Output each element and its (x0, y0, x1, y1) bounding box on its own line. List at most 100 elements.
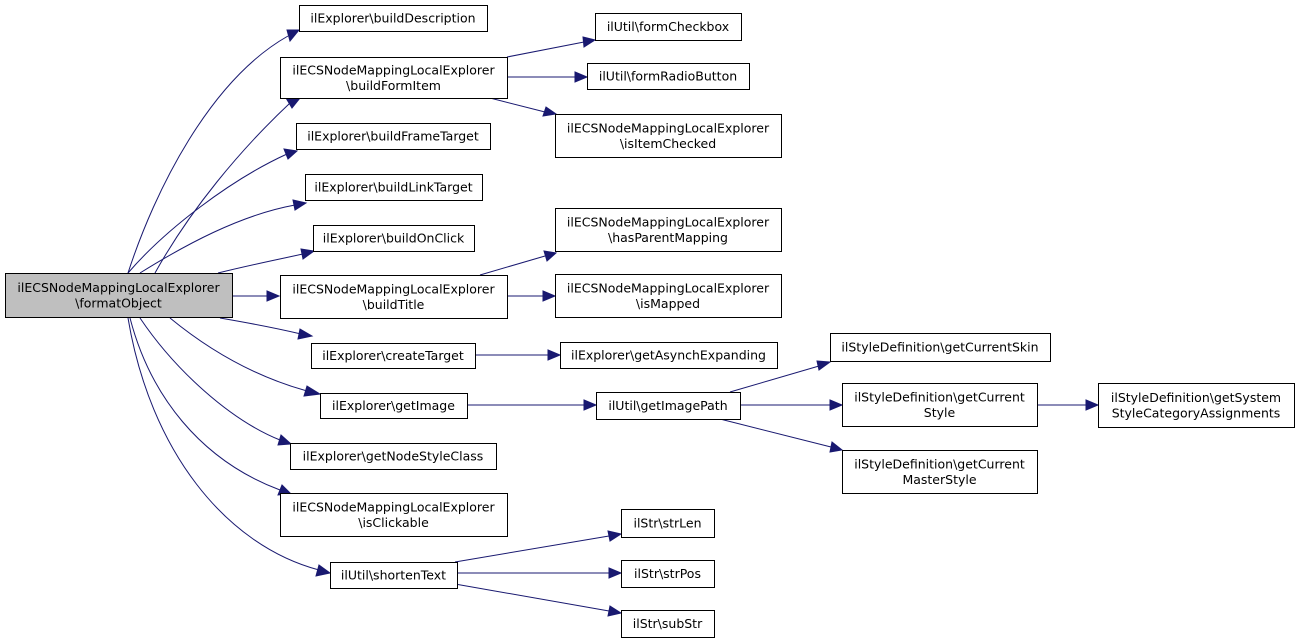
node-box[interactable] (1098, 383, 1295, 428)
node-box[interactable] (560, 342, 778, 369)
edge-arrowhead (608, 567, 623, 579)
node-n_strLen[interactable]: ilStr\strLen (621, 509, 715, 538)
edge-arrowhead (607, 605, 623, 617)
node-box[interactable] (305, 174, 483, 201)
edge-line (719, 418, 832, 448)
node-box[interactable] (621, 509, 715, 538)
node-box[interactable] (311, 343, 476, 369)
edge-n_getCurrentStyle-to-n_getSystemStyleCategory (1037, 399, 1100, 411)
node-n_getCurrentSkin[interactable]: ilStyleDefinition\getCurrentSkin (830, 333, 1051, 362)
node-n_hasParentMapping[interactable]: ilECSNodeMappingLocalExplorer\hasParentM… (555, 208, 782, 252)
node-box[interactable] (555, 114, 782, 158)
edge-arrowhead (543, 250, 558, 262)
node-box[interactable] (595, 13, 742, 41)
node-label-line: ilECSNodeMappingLocalExplorer (567, 280, 770, 295)
node-n_buildTitle[interactable]: ilECSNodeMappingLocalExplorer\buildTitle (280, 275, 508, 319)
edge-n_buildTitle-to-n_isMapped (507, 290, 557, 302)
node-label-line: ilExplorer\buildOnClick (323, 231, 465, 246)
node-label-line: \buildFormItem (346, 78, 441, 93)
edge-line (219, 317, 302, 335)
node-box[interactable] (320, 393, 468, 419)
edge-line (127, 153, 288, 274)
edge-line (489, 97, 546, 113)
edge-arrowhead (607, 530, 623, 542)
node-n_createTarget[interactable]: ilExplorer\createTarget (311, 343, 476, 369)
node-label-line: ilStyleDefinition\getCurrent (854, 389, 1025, 404)
edge-root-to-n_getNodeStyleClass (139, 317, 293, 446)
node-box[interactable] (830, 333, 1051, 362)
node-n_getSystemStyleCategory[interactable]: ilStyleDefinition\getSystemStyleCategory… (1098, 383, 1295, 428)
node-n_strPos[interactable]: ilStr\strPos (621, 560, 715, 588)
node-box[interactable] (280, 275, 508, 319)
node-n_isItemChecked[interactable]: ilECSNodeMappingLocalExplorer\isItemChec… (555, 114, 782, 158)
edge-n_getImagePath-to-n_getCurrentStyle (740, 399, 844, 411)
edge-arrowhead (542, 106, 558, 117)
node-n_isClickable[interactable]: ilECSNodeMappingLocalExplorer\isClickabl… (280, 493, 508, 537)
edge-root-to-n_isClickable (129, 317, 293, 496)
node-n_buildDescription[interactable]: ilExplorer\buildDescription (299, 5, 488, 32)
node-label-line: Style (924, 405, 956, 420)
edge-arrowhead (300, 248, 316, 260)
node-n_buildOnClick[interactable]: ilExplorer\buildOnClick (313, 225, 475, 252)
edge-line (127, 35, 289, 274)
node-box[interactable] (596, 392, 741, 420)
node-label-line: ilUtil\formCheckbox (607, 19, 729, 34)
node-n_isMapped[interactable]: ilECSNodeMappingLocalExplorer\isMapped (555, 274, 782, 318)
node-n_shortenText[interactable]: ilUtil\shortenText (330, 562, 458, 589)
node-n_getAsynchExpanding[interactable]: ilExplorer\getAsynchExpanding (560, 342, 778, 369)
node-box[interactable] (290, 443, 497, 470)
node-box[interactable] (5, 273, 233, 318)
node-n_formRadioButton[interactable]: ilUtil\formRadioButton (587, 63, 750, 90)
node-label-line: ilUtil\getImagePath (608, 398, 727, 413)
edge-n_buildFormItem-to-n_formRadioButton (507, 71, 589, 83)
edge-n_getImage-to-n_getImagePath (467, 399, 598, 411)
node-label-line: ilStyleDefinition\getCurrentSkin (841, 340, 1038, 355)
node-box[interactable] (299, 5, 488, 32)
node-label-line: ilECSNodeMappingLocalExplorer (17, 280, 220, 295)
edge-n_createTarget-to-n_getAsynchExpanding (475, 349, 562, 361)
node-box[interactable] (587, 63, 750, 90)
node-n_getImage[interactable]: ilExplorer\getImage (320, 393, 468, 419)
node-root[interactable]: ilECSNodeMappingLocalExplorer\formatObje… (5, 273, 233, 318)
node-box[interactable] (296, 123, 491, 150)
edge-arrowhead (547, 349, 562, 361)
node-n_buildLinkTarget[interactable]: ilExplorer\buildLinkTarget (305, 174, 483, 201)
node-n_buildFormItem[interactable]: ilECSNodeMappingLocalExplorer\buildFormI… (280, 57, 508, 99)
edge-line (169, 317, 308, 392)
node-box[interactable] (280, 493, 508, 537)
edge-arrowhead (583, 399, 598, 411)
node-label-line: ilStr\strLen (633, 516, 701, 531)
node-box[interactable] (842, 383, 1038, 427)
edges-layer (127, 29, 1100, 617)
edge-n_buildTitle-to-n_hasParentMapping (479, 250, 558, 276)
node-box[interactable] (280, 57, 508, 99)
edge-root-to-n_shortenText (127, 317, 332, 577)
node-n_formCheckbox[interactable]: ilUtil\formCheckbox (595, 13, 742, 41)
edge-arrowhead (829, 441, 844, 453)
node-n_getNodeStyleClass[interactable]: ilExplorer\getNodeStyleClass (290, 443, 497, 470)
edge-line (729, 365, 820, 393)
node-n_buildFrameTarget[interactable]: ilExplorer\buildFrameTarget (296, 123, 491, 150)
node-box[interactable] (313, 225, 475, 252)
edge-arrowhead (297, 328, 314, 340)
edge-arrowhead (582, 36, 597, 48)
edge-n_shortenText-to-n_strPos (457, 567, 623, 579)
node-box[interactable] (555, 208, 782, 252)
node-n_getImagePath[interactable]: ilUtil\getImagePath (596, 392, 741, 420)
edge-root-to-n_buildLinkTarget (139, 199, 308, 274)
node-label-line: \isMapped (636, 296, 700, 311)
edge-line (479, 255, 546, 276)
node-box[interactable] (621, 610, 715, 638)
node-box[interactable] (842, 450, 1038, 494)
node-n_subStr[interactable]: ilStr\subStr (621, 610, 715, 638)
edge-n_shortenText-to-n_strLen (454, 530, 623, 563)
node-label-line: ilStr\strPos (634, 566, 701, 581)
node-box[interactable] (555, 274, 782, 318)
edge-line (454, 535, 610, 563)
edge-root-to-n_buildDescription (127, 29, 301, 274)
node-box[interactable] (330, 562, 458, 589)
node-box[interactable] (621, 560, 715, 588)
